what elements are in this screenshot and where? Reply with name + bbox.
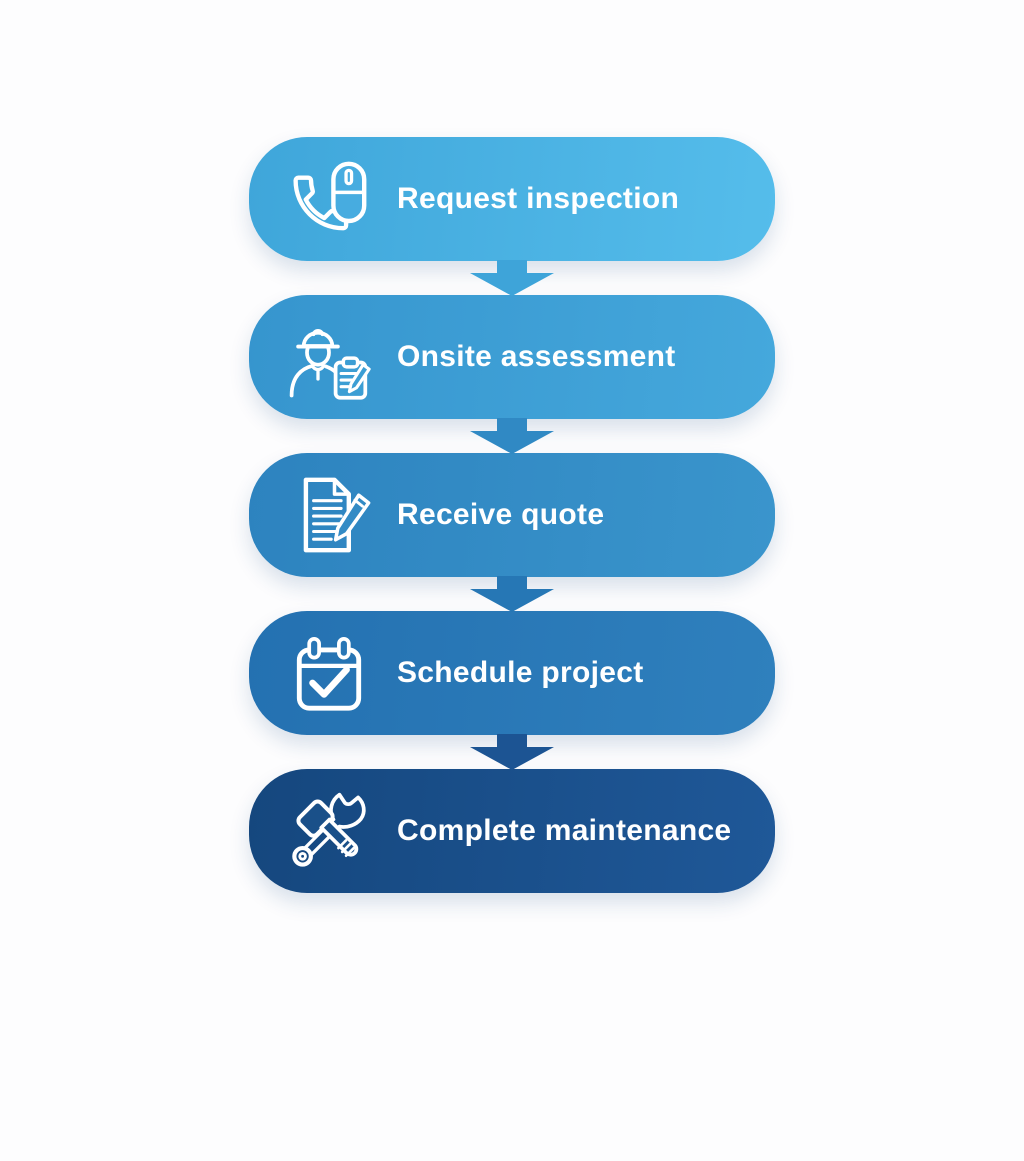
step-label: Onsite assessment	[397, 340, 676, 373]
step-label: Receive quote	[397, 498, 605, 531]
flow-arrow-down	[249, 734, 775, 770]
step-label: Schedule project	[397, 656, 644, 689]
arrow-down-icon	[470, 734, 554, 770]
step-label: Complete maintenance	[397, 814, 732, 847]
step-label: Request inspection	[397, 182, 680, 215]
flow-step-receive-quote: Receive quote	[249, 453, 775, 577]
flow-step-schedule-project: Schedule project	[249, 611, 775, 735]
flow-step-onsite-assessment: Onsite assessment	[249, 295, 775, 419]
calendar-check-icon	[296, 637, 362, 711]
flow-arrow-down	[249, 576, 775, 612]
flow-step-complete-maintenance: Complete maintenance	[249, 769, 775, 893]
worker-clipboard-icon	[289, 328, 371, 400]
flow-step-request-inspection: Request inspection	[249, 137, 775, 261]
arrow-down-icon	[470, 576, 554, 612]
document-pencil-icon	[303, 477, 371, 553]
flow-arrow-down	[249, 260, 775, 296]
process-flow: Request inspection Onsite assessment	[249, 137, 775, 893]
phone-mouse-icon	[293, 161, 367, 231]
flow-arrow-down	[249, 418, 775, 454]
arrow-down-icon	[470, 418, 554, 454]
hammer-wrench-icon	[292, 792, 366, 867]
arrow-down-icon	[470, 260, 554, 296]
